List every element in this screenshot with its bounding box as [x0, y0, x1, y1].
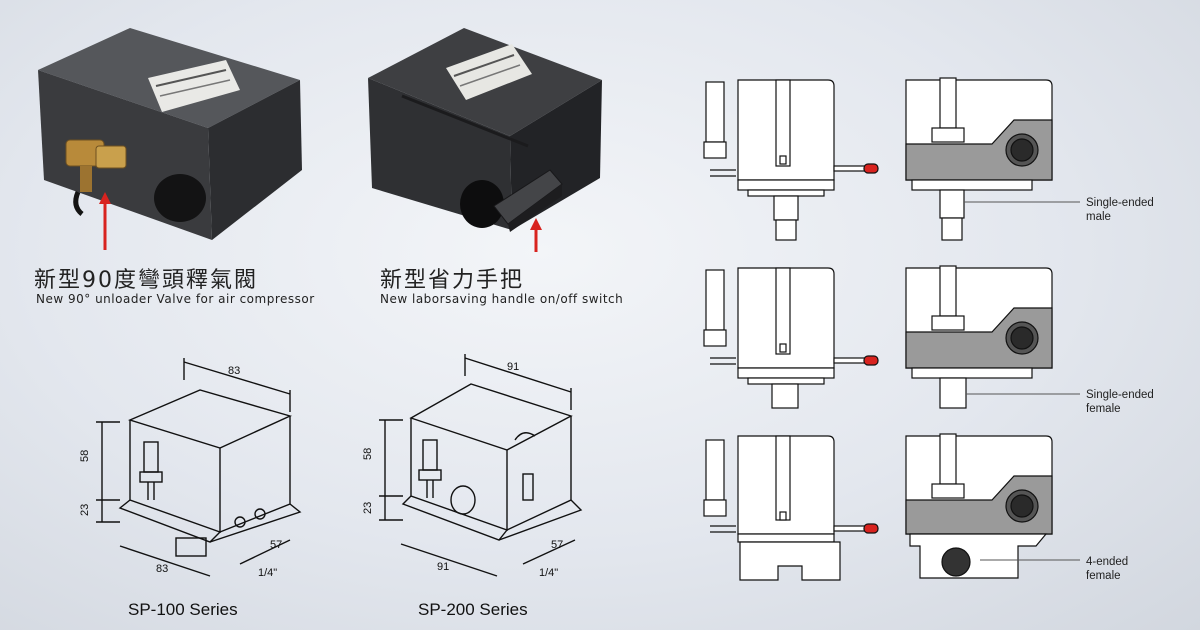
variant-3-label-line2: female: [1086, 570, 1121, 582]
red-arrow-icon: [530, 218, 542, 252]
sp100-dim-length-bottom: 83: [156, 563, 168, 575]
sp200-dim-height-bottom: 23: [362, 502, 374, 514]
sp100-dimension-drawing: 83 58 23 83 57 1/4": [79, 358, 302, 579]
photo2-caption-en: New laborsaving handle on/off switch: [380, 292, 624, 306]
sp100-dim-height-bottom: 23: [79, 504, 91, 516]
sp200-dim-height-top: 58: [362, 448, 374, 460]
variant-4-ended-female-drawing: [703, 433, 1080, 581]
photo-unloader-valve-switch: [38, 28, 302, 240]
sp200-dimension-drawing: 91 58 23 91 57 1/4": [362, 354, 583, 579]
photo1-caption-en: New 90° unloader Valve for air compresso…: [36, 292, 315, 306]
variant-single-female-drawing: [703, 265, 1080, 409]
sp100-dim-port: 1/4": [258, 567, 277, 579]
photo1-caption-zh: 新型90度彎頭釋氣閥: [34, 268, 258, 293]
sp100-dim-width: 57: [270, 539, 282, 551]
variant-2-label-line1: Single-ended: [1086, 389, 1154, 401]
sp200-dim-length: 91: [507, 361, 519, 373]
variant-3-label-line1: 4-ended: [1086, 556, 1129, 568]
sp200-dim-width: 57: [551, 539, 563, 551]
red-arrow-icon: [99, 192, 111, 250]
sp200-series-title: SP-200 Series: [418, 600, 528, 619]
sp200-dim-port: 1/4": [539, 567, 558, 579]
variant-2-label-line2: female: [1086, 403, 1121, 415]
photo-handle-switch: [368, 28, 602, 232]
variant-1-label-line2: male: [1086, 211, 1111, 223]
sp100-dim-height-top: 58: [79, 450, 91, 462]
sp100-series-title: SP-100 Series: [128, 600, 238, 619]
variant-single-male-drawing: [703, 77, 1080, 241]
photo2-caption-zh: 新型省力手把: [380, 268, 525, 293]
variant-1-label-line1: Single-ended: [1086, 197, 1154, 209]
sp200-dim-length-bottom: 91: [437, 561, 449, 573]
sp100-dim-length: 83: [228, 365, 240, 377]
